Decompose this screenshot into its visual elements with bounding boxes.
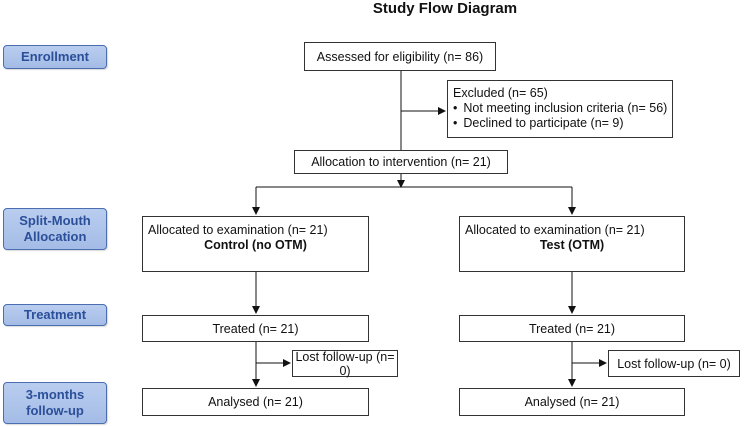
left-group-label: Control (no OTM)	[204, 238, 307, 252]
excluded-reason: Not meeting inclusion criteria (n= 56)	[453, 101, 672, 116]
stage-followup-label-1: 3-months	[25, 387, 85, 402]
stage-treatment-label: Treatment	[23, 307, 87, 322]
stage-treatment: Treatment	[3, 304, 107, 326]
right-lost-text: Lost follow-up (n= 0)	[617, 356, 731, 371]
stage-allocation-label-2: Allocation	[23, 229, 87, 244]
excluded-title: Excluded (n= 65)	[453, 86, 548, 100]
excluded-reason: Declined to participate (n= 9)	[453, 116, 672, 131]
eligibility-text: Assessed for eligibility (n= 86)	[316, 49, 484, 64]
allocation-box: Allocation to intervention (n= 21)	[294, 150, 508, 174]
left-analysed-box: Analysed (n= 21)	[142, 388, 369, 416]
diagram-title: Study Flow Diagram	[372, 0, 518, 17]
right-group-label: Test (OTM)	[539, 238, 605, 252]
stage-enrollment-label: Enrollment	[21, 49, 89, 64]
stage-enrollment: Enrollment	[3, 45, 107, 69]
left-lost-box: Lost follow-up (n= 0)	[292, 349, 398, 378]
excluded-reasons-list: Not meeting inclusion criteria (n= 56) D…	[453, 101, 672, 131]
left-allocated-box: Allocated to examination (n= 21) Control…	[142, 216, 369, 272]
stage-followup-label-2: follow-up	[26, 403, 84, 418]
right-allocated-text: Allocated to examination (n= 21)	[465, 223, 645, 237]
right-treated-text: Treated (n= 21)	[528, 321, 616, 336]
left-allocated-text: Allocated to examination (n= 21)	[148, 223, 328, 237]
stage-followup: 3-months follow-up	[3, 382, 107, 424]
stage-allocation-label-1: Split-Mouth	[19, 213, 91, 228]
left-treated-box: Treated (n= 21)	[142, 315, 369, 342]
stage-allocation: Split-Mouth Allocation	[3, 208, 107, 250]
eligibility-box: Assessed for eligibility (n= 86)	[304, 42, 496, 71]
right-treated-box: Treated (n= 21)	[459, 315, 685, 342]
left-treated-text: Treated (n= 21)	[212, 321, 299, 336]
left-analysed-text: Analysed (n= 21)	[208, 395, 303, 409]
right-allocated-box: Allocated to examination (n= 21) Test (O…	[459, 216, 685, 272]
right-analysed-text: Analysed (n= 21)	[524, 395, 620, 409]
right-lost-box: Lost follow-up (n= 0)	[608, 350, 740, 377]
left-lost-text: Lost follow-up (n= 0)	[295, 349, 395, 378]
allocation-text: Allocation to intervention (n= 21)	[311, 155, 491, 169]
right-analysed-box: Analysed (n= 21)	[459, 388, 685, 416]
excluded-box: Excluded (n= 65) Not meeting inclusion c…	[447, 80, 673, 138]
